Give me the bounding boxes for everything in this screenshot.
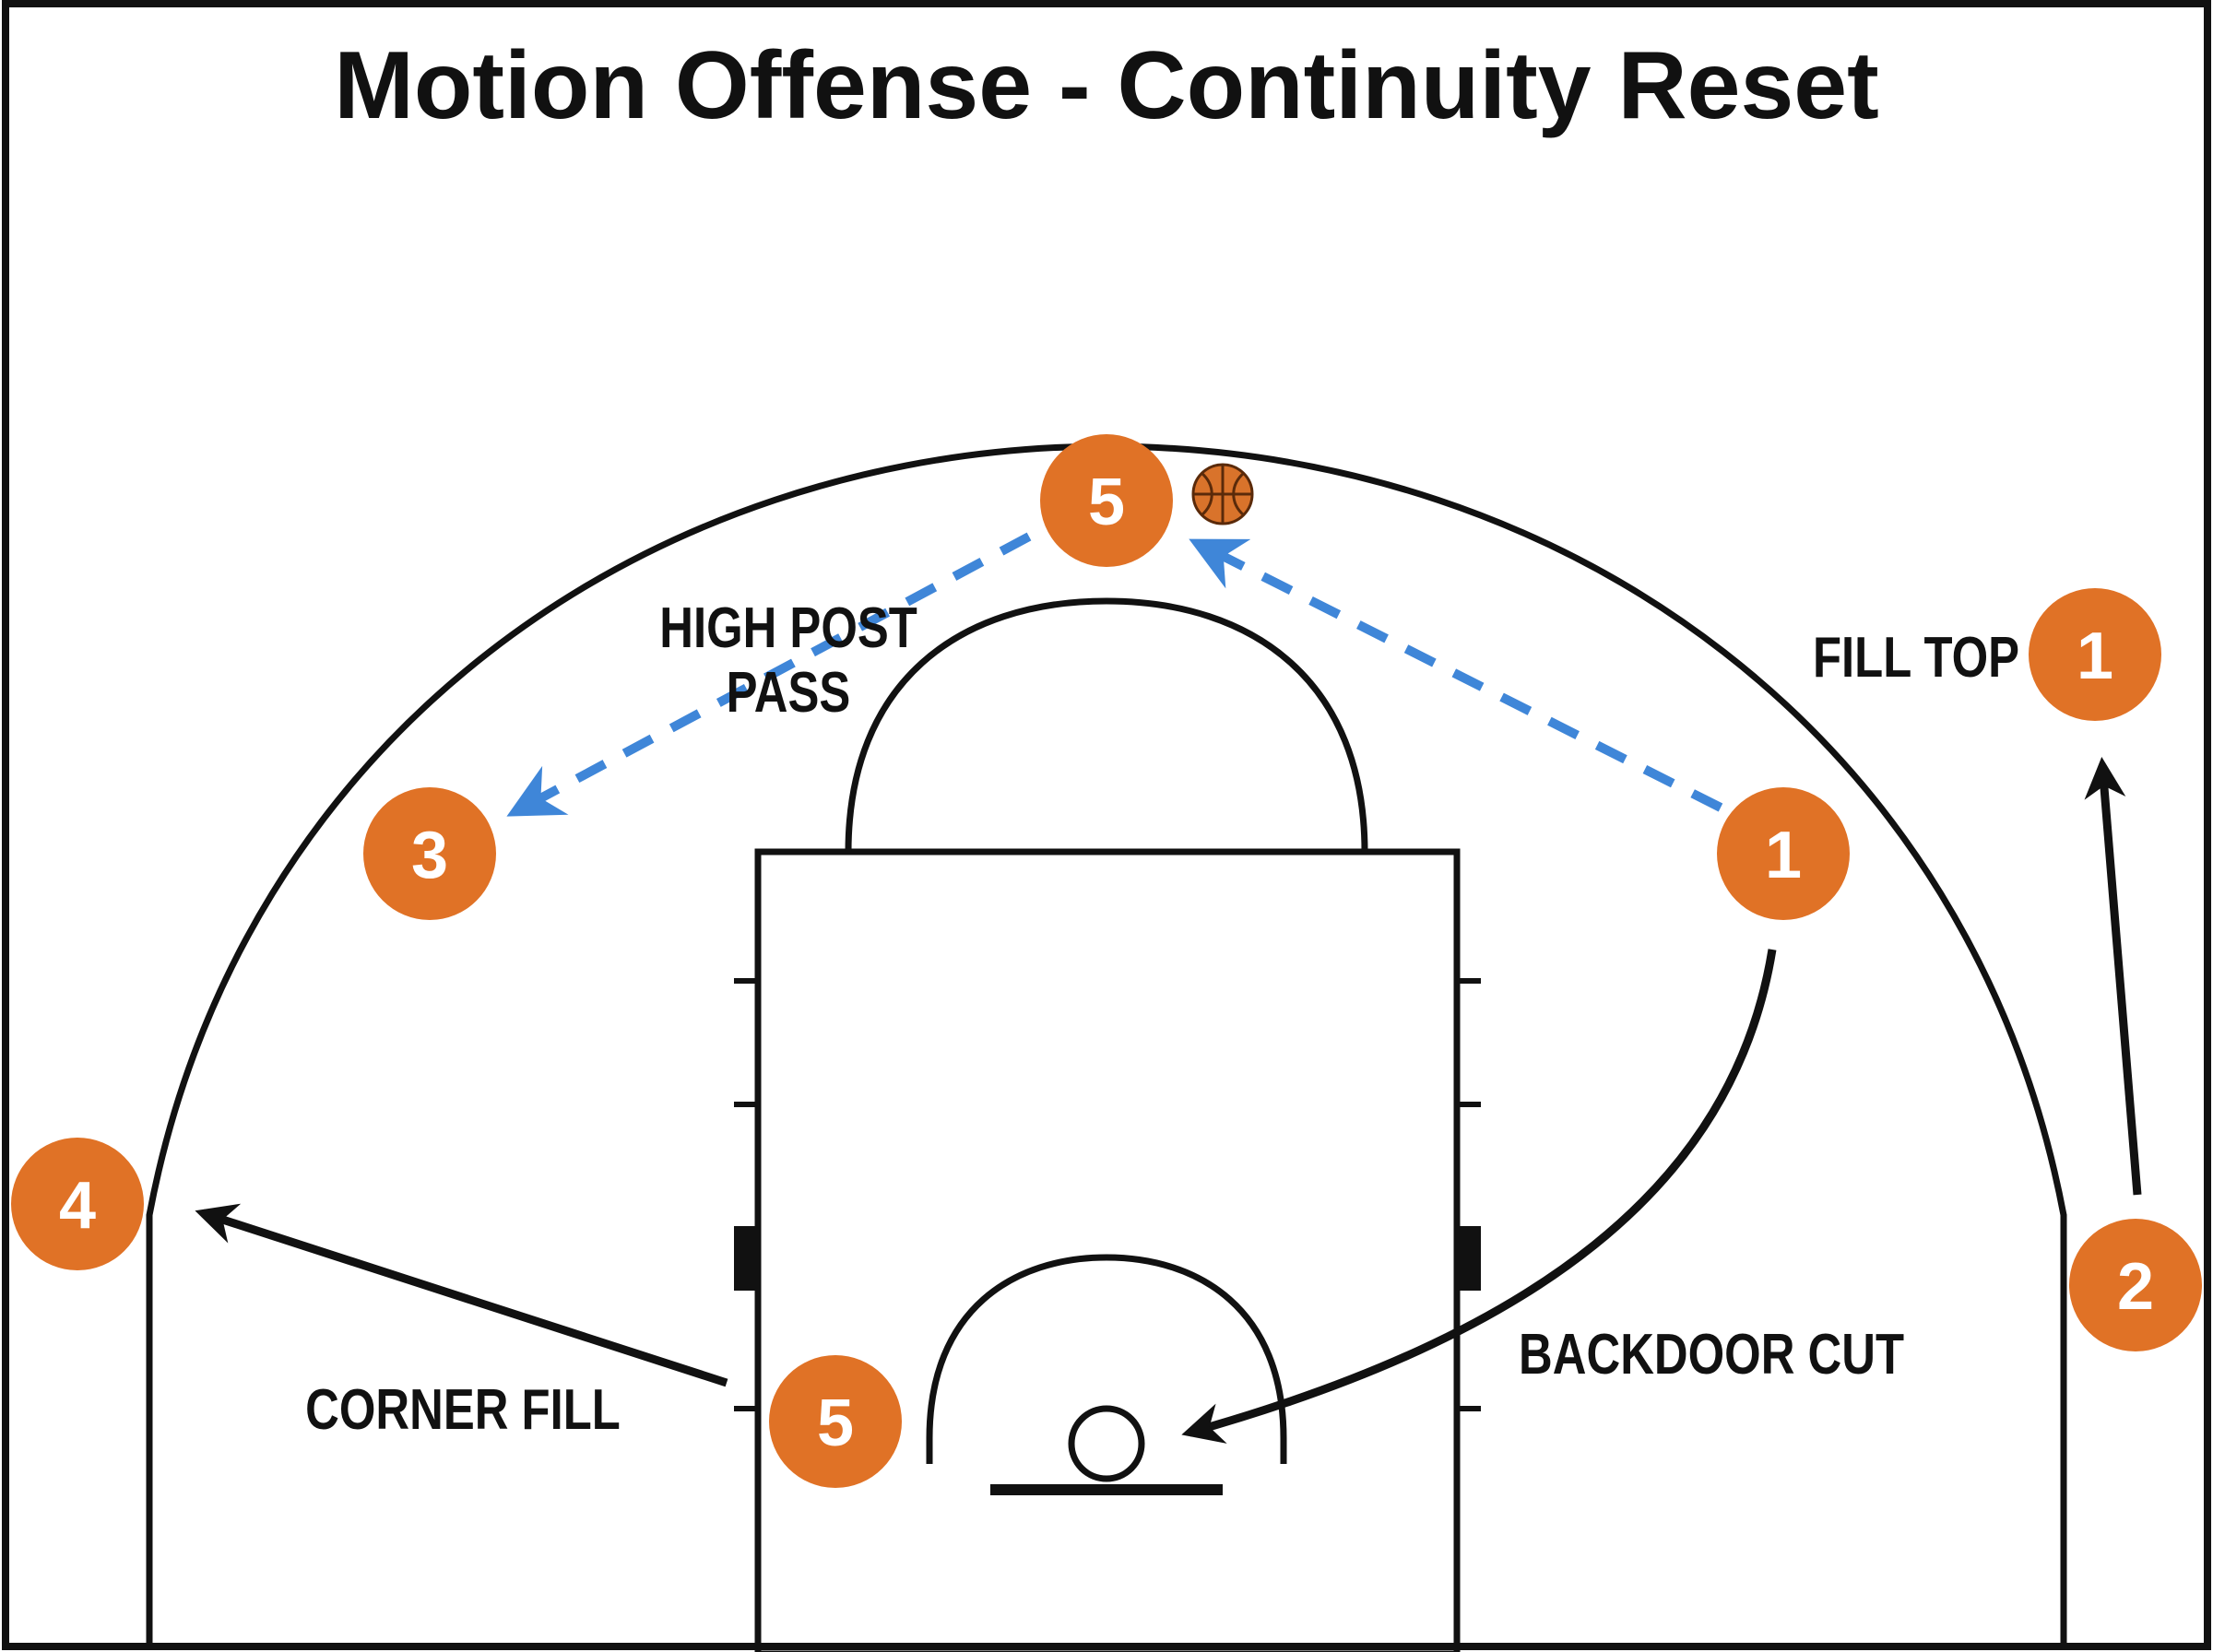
player-marker bbox=[769, 1355, 902, 1488]
label-fill-top: FILL TOP bbox=[1813, 626, 2019, 690]
player-5-low-post: 5 bbox=[769, 1355, 902, 1488]
player-marker bbox=[11, 1138, 144, 1270]
label-high-post-pass: HIGH POST bbox=[659, 596, 917, 660]
play-title: Motion Offense - Continuity Reset bbox=[334, 32, 1879, 139]
basket-rim bbox=[1068, 1405, 1145, 1482]
player-number: 1 bbox=[2077, 620, 2113, 693]
label-high-post-pass-line2: PASS bbox=[727, 661, 851, 725]
player-marker bbox=[1717, 787, 1850, 920]
restricted-area-arc bbox=[926, 1254, 1287, 1464]
lane-block bbox=[734, 1226, 758, 1291]
free-throw-circle bbox=[845, 597, 1368, 853]
player-number: 3 bbox=[411, 819, 448, 892]
player-5-high-post: 5 bbox=[1040, 434, 1173, 567]
player-number: 1 bbox=[1765, 819, 1802, 892]
player-1-wing: 1 bbox=[1717, 787, 1850, 920]
player-marker bbox=[363, 787, 496, 920]
label-backdoor-cut: BACKDOOR CUT bbox=[1519, 1323, 1904, 1386]
fill-top-cut-path bbox=[2084, 757, 2142, 1196]
label-corner-fill: CORNER FILL bbox=[305, 1378, 621, 1442]
player-marker bbox=[2029, 588, 2161, 721]
player-marker bbox=[1040, 434, 1173, 567]
pass-line-high-post-to-3 bbox=[506, 532, 1032, 817]
player-number: 2 bbox=[2117, 1250, 2154, 1324]
player-3-wing: 3 bbox=[363, 787, 496, 920]
corner-fill-cut-path bbox=[195, 1203, 728, 1387]
player-4-corner: 4 bbox=[11, 1138, 144, 1270]
paint-lane bbox=[754, 848, 1461, 1652]
basketball-icon bbox=[1191, 463, 1254, 525]
lane-block bbox=[1457, 1226, 1481, 1291]
player-number: 5 bbox=[817, 1386, 854, 1460]
backdoor-cut-path bbox=[1181, 949, 1777, 1444]
player-2-corner: 2 bbox=[2069, 1219, 2202, 1351]
pass-line-wing-to-high-post bbox=[1189, 538, 1723, 812]
player-marker bbox=[2069, 1219, 2202, 1351]
player-1-fill-top: 1 bbox=[2029, 588, 2161, 721]
player-number: 4 bbox=[59, 1169, 96, 1243]
player-number: 5 bbox=[1088, 466, 1125, 539]
